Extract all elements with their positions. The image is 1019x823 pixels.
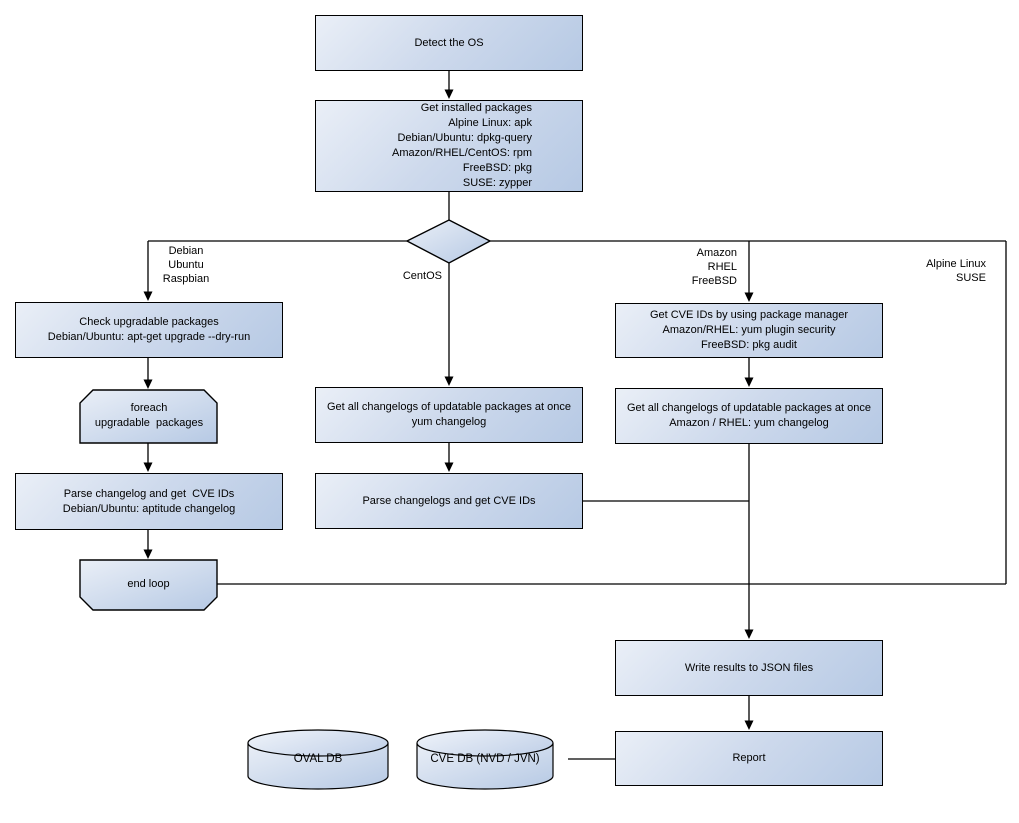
node-get-cve-ids-package-manager: Get CVE IDs by using package manager Ama… — [615, 303, 883, 358]
node-parse-changelogs-yum: Parse changelogs and get CVE IDs — [315, 473, 583, 529]
node-parse-changelog-debian: Parse changelog and get CVE IDs Debian/U… — [15, 473, 283, 530]
node-get-cve-ids-package-manager-label: Get CVE IDs by using package manager Ama… — [649, 309, 849, 351]
node-report-label: Report — [732, 752, 766, 764]
node-get-changelogs-yum-label: Get all changelogs of updatable packages… — [326, 401, 571, 428]
decision-diamond — [405, 219, 492, 264]
node-get-installed-packages-label: Get installed packages Alpine Linux: apk… — [392, 102, 532, 189]
connectors — [147, 71, 1007, 760]
node-detect-os: Detect the OS — [315, 15, 583, 71]
node-get-changelogs-amazon-rhel-label: Get all changelogs of updatable packages… — [626, 402, 871, 429]
node-get-changelogs-amazon-rhel: Get all changelogs of updatable packages… — [615, 388, 883, 444]
node-get-changelogs-yum: Get all changelogs of updatable packages… — [315, 387, 583, 443]
node-write-results-json-label: Write results to JSON files — [684, 661, 814, 674]
cve-db-label: CVE DB (NVD / JVN) — [430, 753, 540, 765]
cve-db-cylinder — [416, 729, 554, 790]
node-write-results-json: Write results to JSON files — [615, 640, 883, 696]
loop-start-shape — [79, 389, 218, 444]
node-parse-changelogs-yum-label: Parse changelogs and get CVE IDs — [362, 494, 536, 507]
edge-label-amazon-branch: Amazon RHEL FreeBSD — [691, 247, 737, 287]
node-report: Report — [615, 731, 883, 786]
loop-end-shape — [79, 559, 218, 611]
node-check-upgradable-packages: Check upgradable packages Debian/Ubuntu:… — [15, 302, 283, 358]
edge-label-alpine-branch: Alpine Linux SUSE — [926, 258, 986, 284]
node-get-installed-packages: Get installed packages Alpine Linux: apk… — [315, 100, 583, 192]
edge-label-centos-branch: CentOS — [402, 270, 442, 282]
node-parse-changelog-debian-label: Parse changelog and get CVE IDs Debian/U… — [62, 487, 236, 515]
node-check-upgradable-packages-label: Check upgradable packages Debian/Ubuntu:… — [47, 316, 251, 343]
oval-db-cylinder — [247, 729, 389, 790]
oval-db-label: OVAL DB — [293, 753, 343, 765]
node-detect-os-label: Detect the OS — [414, 36, 484, 49]
edge-label-debian-branch: Debian Ubuntu Raspbian — [162, 245, 210, 285]
